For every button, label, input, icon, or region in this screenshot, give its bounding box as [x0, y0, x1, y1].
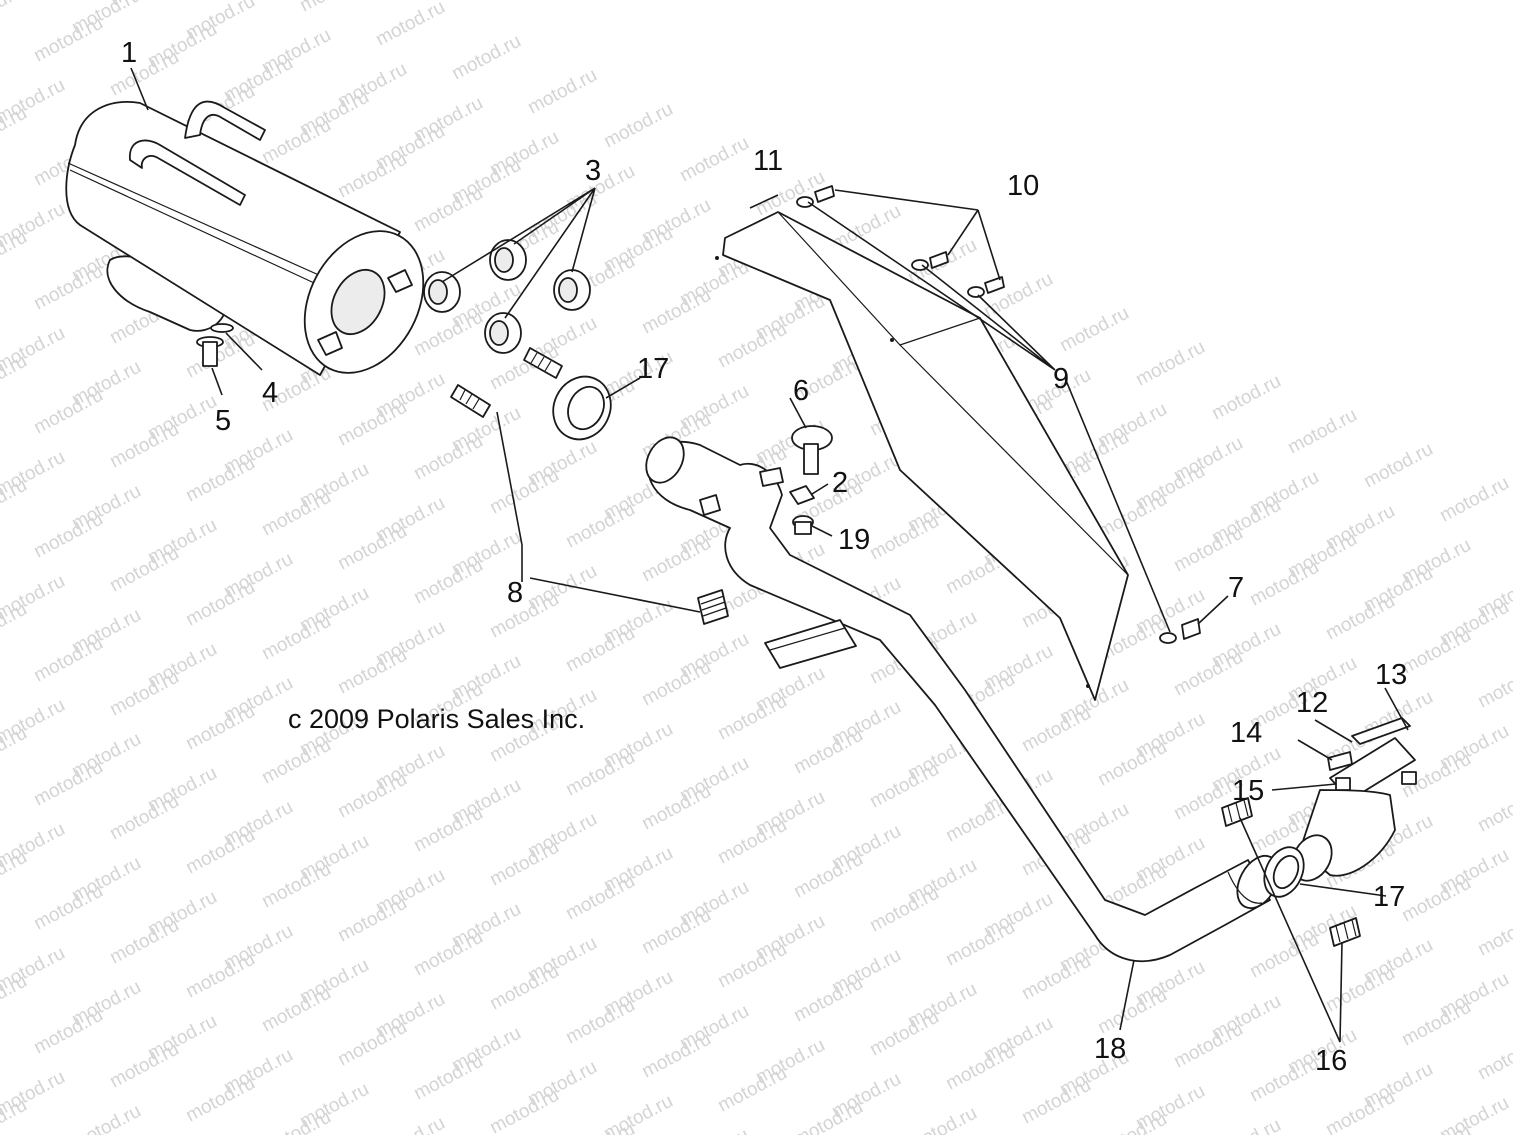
watermark-text: motod.ru [30, 1129, 106, 1135]
callout-16: 16 [1315, 1045, 1347, 1077]
watermark-text: motod.ru [1208, 1115, 1284, 1135]
spring-part-8-lower [697, 589, 729, 625]
watermark-text: motod.ru [448, 31, 524, 85]
callout-1: 1 [121, 37, 137, 69]
watermark-text: motod.ru [980, 269, 1056, 323]
washer-part-4 [210, 323, 234, 333]
watermark-text: motod.ru [904, 1103, 980, 1135]
callout-2: 2 [832, 467, 848, 499]
gasket-part-17-upper [552, 375, 612, 441]
watermark-text: motod.ru [1094, 1109, 1170, 1135]
nut-part-19 [792, 515, 814, 535]
callout-12: 12 [1296, 687, 1328, 719]
callout-18: 18 [1094, 1033, 1126, 1065]
callout-9: 9 [1053, 363, 1069, 395]
nut-part-2 [789, 485, 815, 505]
watermark-text: motod.ru [1436, 473, 1512, 527]
callout-8: 8 [507, 577, 523, 609]
callout-14: 14 [1230, 717, 1262, 749]
callout-15: 15 [1232, 775, 1264, 807]
watermark-text: motod.ru [524, 65, 600, 119]
gasket-part-17-lower [1263, 846, 1305, 898]
nut-part-15 [1335, 777, 1351, 791]
watermark-text: motod.ru [790, 1097, 866, 1135]
callout-19: 19 [838, 524, 870, 556]
callout-4: 4 [262, 377, 278, 409]
watermark-text: motod.ru [0, 0, 31, 32]
callout-labels: 1 3 4 5 6 2 19 17 8 11 10 9 7 13 12 14 1… [121, 37, 1407, 1077]
watermark-text: motod.ru [866, 1131, 942, 1135]
bolts-part-10 [814, 185, 1005, 294]
watermark-text: motod.ru [1474, 907, 1513, 961]
watermark-text: motod.ru [1360, 439, 1436, 493]
callout-6: 6 [793, 375, 809, 407]
watermark-text: motod.ru [258, 1107, 334, 1135]
watermark-text: motod.ru [676, 133, 752, 187]
watermark-text: motod.ru [1056, 303, 1132, 357]
watermark-text: motod.ru [296, 0, 372, 16]
pin-part-5 [196, 336, 224, 367]
watermark-text: motod.ru [1132, 337, 1208, 391]
leader-lines [130, 67, 1409, 1043]
watermark-text: motod.ru [1474, 1031, 1513, 1085]
callout-13: 13 [1375, 659, 1407, 691]
spring-part-8-upper [450, 384, 491, 418]
watermark-text: motod.ru [1208, 371, 1284, 425]
callout-17-upper: 17 [637, 353, 669, 385]
watermark-text: motod.ru [1474, 659, 1513, 713]
grommets-part-3 [423, 239, 591, 354]
watermark-text: motod.ru [1474, 783, 1513, 837]
watermark-text: motod.ru [600, 99, 676, 153]
watermark-text: motod.ru [676, 1125, 752, 1135]
springs-part-16 [1221, 797, 1361, 947]
muffler-part [65, 100, 425, 376]
callout-17-lower: 17 [1373, 881, 1405, 913]
copyright-text: c 2009 Polaris Sales Inc. [288, 704, 585, 734]
watermark-text: motod.ru [68, 1101, 144, 1135]
watermark-text: motod.ru [372, 0, 448, 50]
callout-5: 5 [215, 405, 231, 437]
nut-part-14 [1327, 751, 1353, 771]
heat-shield-part-11 [722, 211, 1129, 701]
callout-11: 11 [753, 145, 783, 177]
head-pipe-part-18 [645, 436, 1280, 963]
spring-part-8-mid [523, 347, 563, 379]
callout-10: 10 [1007, 170, 1039, 202]
cap-part-6 [791, 425, 833, 475]
flange-part-13 [1291, 737, 1416, 882]
bolt-part-7 [1181, 618, 1201, 640]
watermark-text: motod.ru [1284, 405, 1360, 459]
callout-7: 7 [1228, 572, 1244, 604]
nut-part-13b [1401, 771, 1417, 785]
watermark-text: motod.ru [372, 1113, 448, 1135]
callout-3: 3 [585, 155, 601, 187]
gasket-part-12 [1351, 717, 1411, 745]
